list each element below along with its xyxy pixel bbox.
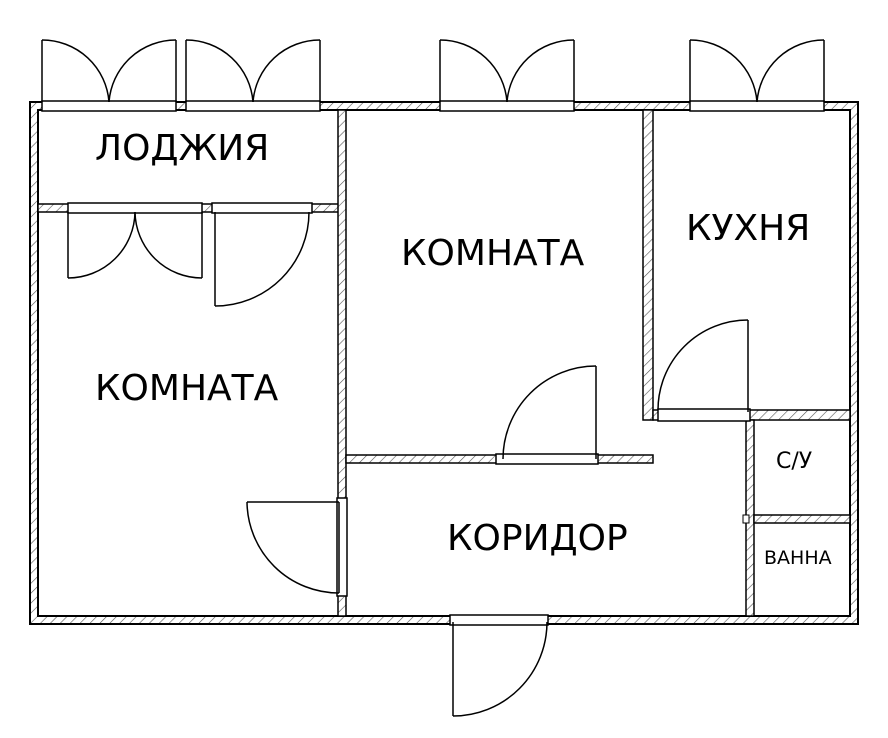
loggia-openings	[67, 202, 313, 214]
left-room-door-icon	[246, 497, 348, 597]
room-label-corridor: КОРИДОР	[447, 518, 628, 559]
room-label-left-room: КОМНАТА	[95, 368, 279, 409]
left-room-balcony-doors-icon	[67, 211, 310, 307]
outer-walls	[29, 101, 859, 625]
interior-walls	[37, 109, 851, 617]
loggia-doors-icon	[41, 39, 321, 103]
window-sashes-icon	[439, 39, 825, 103]
wall-notch	[742, 514, 750, 524]
center-room-door-icon	[495, 365, 599, 465]
room-label-loggia: ЛОДЖИЯ	[95, 128, 269, 169]
room-label-center-room: КОМНАТА	[401, 233, 585, 274]
room-label-kitchen: КУХНЯ	[686, 208, 810, 249]
room-label-wc: С/У	[776, 449, 813, 474]
room-label-bath: ВАННА	[764, 547, 832, 569]
entrance-door-icon	[449, 614, 549, 717]
kitchen-door-icon	[657, 319, 751, 422]
